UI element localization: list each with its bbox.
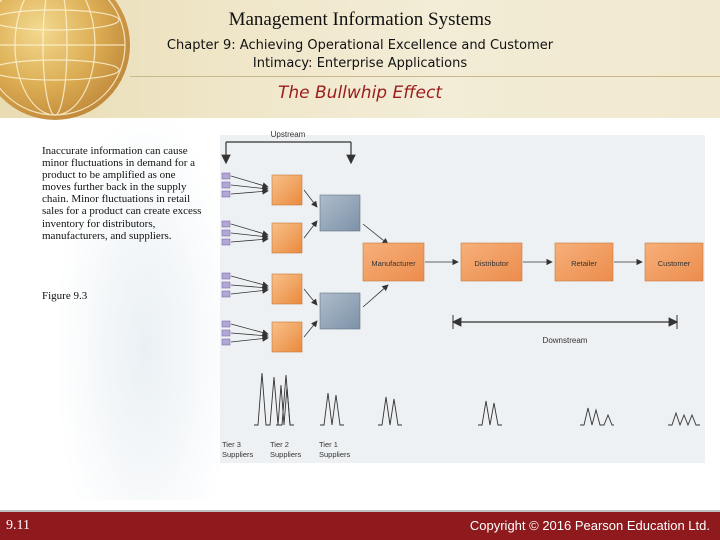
footer-divider <box>0 510 720 512</box>
wave-manufacturer <box>378 396 402 426</box>
copyright-text: Copyright © 2016 Pearson Education Ltd. <box>469 518 710 533</box>
footer-bar <box>0 512 720 540</box>
tier2-suppliers <box>271 174 303 353</box>
wave-customer <box>668 411 700 427</box>
section-title: The Bullwhip Effect <box>278 83 442 103</box>
globe-grid-icon <box>0 0 126 116</box>
chapter-subtitle: Chapter 9: Achieving Operational Excelle… <box>166 38 554 71</box>
manufacturer-node: Manufacturer <box>362 242 425 282</box>
customer-node: Customer <box>644 242 704 282</box>
tier2-arrows <box>303 189 318 338</box>
header-band <box>0 0 720 120</box>
wave-distributor <box>478 400 502 426</box>
tier-labels: Tier 3 Suppliers Tier 2 Suppliers Tier 1… <box>222 440 351 459</box>
tier3-arrows <box>230 175 269 343</box>
svg-text:Suppliers: Suppliers <box>222 450 254 459</box>
demand-waves <box>254 372 700 427</box>
page-number: 9.11 <box>6 518 30 533</box>
page-title: Management Information Systems <box>228 9 492 30</box>
tier1-arrows <box>362 223 389 308</box>
header-rule <box>130 76 720 77</box>
svg-text:Distributor: Distributor <box>474 259 509 268</box>
svg-text:Retailer: Retailer <box>571 259 597 268</box>
svg-text:Suppliers: Suppliers <box>319 450 351 459</box>
wave-tier2 <box>276 384 292 426</box>
downstream-label: Downstream <box>543 336 588 345</box>
retailer-node: Retailer <box>554 242 614 282</box>
svg-text:Suppliers: Suppliers <box>270 450 302 459</box>
wave-tier1 <box>320 392 344 426</box>
svg-text:Manufacturer: Manufacturer <box>371 259 416 268</box>
figure-label: Figure 9.3 <box>42 290 88 302</box>
bullwhip-diagram: Upstream <box>220 130 705 463</box>
wave-retailer <box>580 407 614 426</box>
tier1-label: Tier 1 <box>319 440 338 449</box>
figure-caption: Inaccurate information can cause minor f… <box>42 145 202 242</box>
upstream-label: Upstream <box>271 130 306 139</box>
tier2-label: Tier 2 <box>270 440 289 449</box>
tier1-suppliers <box>319 194 361 330</box>
tier3-label: Tier 3 <box>222 440 241 449</box>
svg-text:Customer: Customer <box>658 259 691 268</box>
distributor-node: Distributor <box>460 242 523 282</box>
tier3-suppliers <box>221 172 231 346</box>
body-background <box>60 120 230 500</box>
